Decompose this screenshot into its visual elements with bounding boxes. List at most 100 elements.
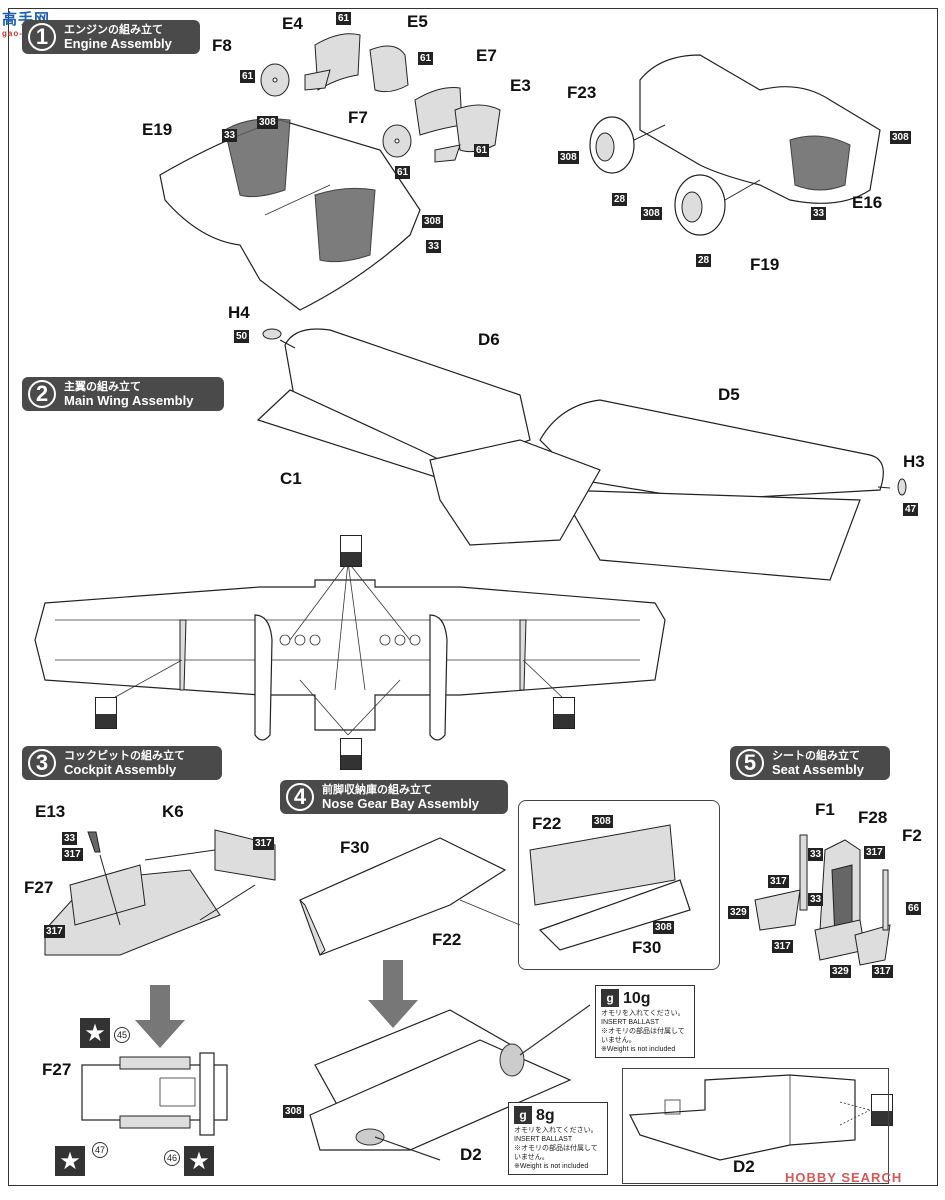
paint-code: 47 [903, 503, 919, 516]
paint-code: 308 [283, 1105, 304, 1118]
part-e3-drawing [454, 104, 501, 153]
paint-code: 33 [62, 832, 78, 845]
paint-code: 33 [808, 893, 824, 906]
paint-code: 33 [426, 240, 442, 253]
paint-code: 28 [696, 254, 712, 267]
ballast-instruction-en: INSERT BALLAST [514, 1136, 573, 1143]
part-h4-drawing [262, 328, 282, 340]
ballast-weight: 8g [536, 1106, 555, 1124]
part-label-f7: F7 [348, 108, 368, 127]
ballast-note-jp: ※オモリの部品は付属していません。 [601, 1028, 685, 1044]
step-number: 1 [28, 23, 56, 51]
part-label-f27-top: F27 [42, 1060, 72, 1079]
part-f30-drawing [299, 837, 507, 956]
paint-code: 317 [864, 846, 885, 859]
paint-code: 61 [418, 52, 434, 65]
weight-icon: g [601, 989, 619, 1007]
paint-code: 308 [592, 815, 613, 828]
step-number: 2 [28, 380, 56, 408]
cement-icon [553, 697, 575, 729]
part-label-d2-side: D2 [733, 1157, 755, 1176]
step-title-en: Engine Assembly [64, 36, 172, 51]
part-label-e4: E4 [282, 14, 303, 33]
ballast-instruction-jp: オモリを入れてください。 [601, 1010, 685, 1017]
step-title-jp: シートの組み立て [772, 750, 860, 762]
star-insignia-icon: ★ [184, 1146, 214, 1176]
part-label-k6: K6 [162, 802, 184, 821]
paint-code: 308 [890, 131, 911, 144]
nose-bay-detail-inset [518, 800, 720, 970]
paint-code: 28 [612, 193, 628, 206]
instruction-sheet-frame [8, 8, 938, 1186]
part-f23-drawing [589, 116, 635, 174]
decal-number: 46 [164, 1150, 180, 1166]
part-label-d6: D6 [478, 330, 500, 349]
paint-code: 317 [872, 965, 893, 978]
paint-code: 317 [44, 925, 65, 938]
part-f19-drawing [674, 174, 726, 236]
ballast-instruction-en: INSERT BALLAST [601, 1019, 660, 1026]
step-title-en: Seat Assembly [772, 762, 865, 777]
part-label-h3: H3 [903, 452, 925, 471]
paint-code: 308 [257, 116, 278, 129]
part-label-e7: E7 [476, 46, 497, 65]
paint-code: 50 [234, 330, 250, 343]
part-f8-drawing [260, 63, 290, 97]
decal-number: 47 [92, 1142, 108, 1158]
paint-code: 308 [641, 207, 662, 220]
cement-icon [95, 697, 117, 729]
cement-icon [871, 1094, 893, 1126]
part-label-f19: F19 [750, 255, 780, 274]
paint-code: 61 [336, 12, 352, 25]
part-label-e13: E13 [35, 802, 66, 821]
cement-icon [340, 535, 362, 567]
paint-code: 308 [558, 151, 579, 164]
paint-code: 66 [906, 902, 922, 915]
part-label-e16: E16 [852, 193, 883, 212]
nose-side-detail-inset [622, 1068, 889, 1184]
part-f7-drawing [382, 124, 412, 158]
decal-number: 45 [114, 1027, 130, 1043]
step-title-en: Cockpit Assembly [64, 762, 177, 777]
weight-icon: g [514, 1106, 532, 1124]
paint-code: 329 [830, 965, 851, 978]
watermark-hobby-search: HOBBY SEARCH [785, 1170, 903, 1185]
ballast-weight: 10g [623, 989, 651, 1007]
part-label-e19: E19 [142, 120, 173, 139]
step-number: 4 [286, 783, 314, 811]
wing-underside-drawing [34, 561, 666, 741]
part-f1-drawing [799, 834, 808, 911]
part-label-f30: F30 [340, 838, 370, 857]
part-label-f27: F27 [24, 878, 54, 897]
part-label-f1: F1 [815, 800, 835, 819]
paint-code: 61 [395, 166, 411, 179]
ballast-note-jp: ※オモリの部品は付属していません。 [514, 1145, 598, 1161]
part-label-e5: E5 [407, 12, 428, 31]
paint-code: 317 [253, 837, 274, 850]
step-number: 3 [28, 749, 56, 777]
part-f2-drawing [882, 869, 889, 931]
part-label-d2: D2 [460, 1145, 482, 1164]
step-title-jp: エンジンの組み立て [64, 24, 163, 36]
paint-code: 61 [474, 144, 490, 157]
step-title-jp: コックピットの組み立て [64, 750, 185, 762]
part-label-f23: F23 [567, 83, 597, 102]
ballast-note-en: ※Weight is not included [601, 1046, 676, 1053]
paint-code: 308 [422, 215, 443, 228]
ballast-note-en: ※Weight is not included [514, 1163, 589, 1170]
star-insignia-icon: ★ [80, 1018, 110, 1048]
step-number: 5 [736, 749, 764, 777]
paint-code: 317 [62, 848, 83, 861]
part-h3-drawing [897, 478, 907, 496]
paint-code: 33 [808, 848, 824, 861]
paint-code: 317 [768, 875, 789, 888]
part-label-h4: H4 [228, 303, 250, 322]
paint-code: 317 [772, 940, 793, 953]
paint-code: 33 [222, 129, 238, 142]
